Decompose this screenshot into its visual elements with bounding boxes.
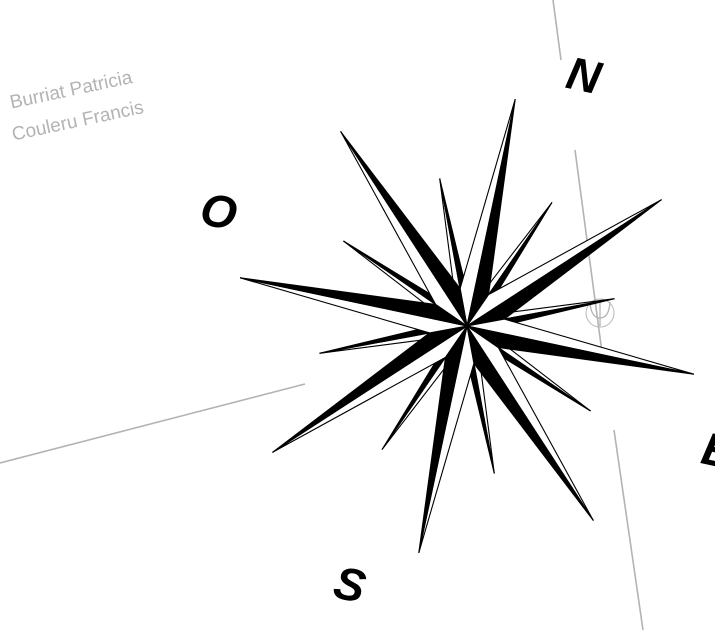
west-label: O [196,182,242,240]
compass-rose-icon [240,99,694,553]
north-label: N [562,46,606,104]
south-label: S [329,556,370,613]
grid-line-south-east [614,430,643,630]
grid-line-north [553,0,561,60]
east-label: E [697,422,715,480]
grid-line-west [0,384,305,463]
